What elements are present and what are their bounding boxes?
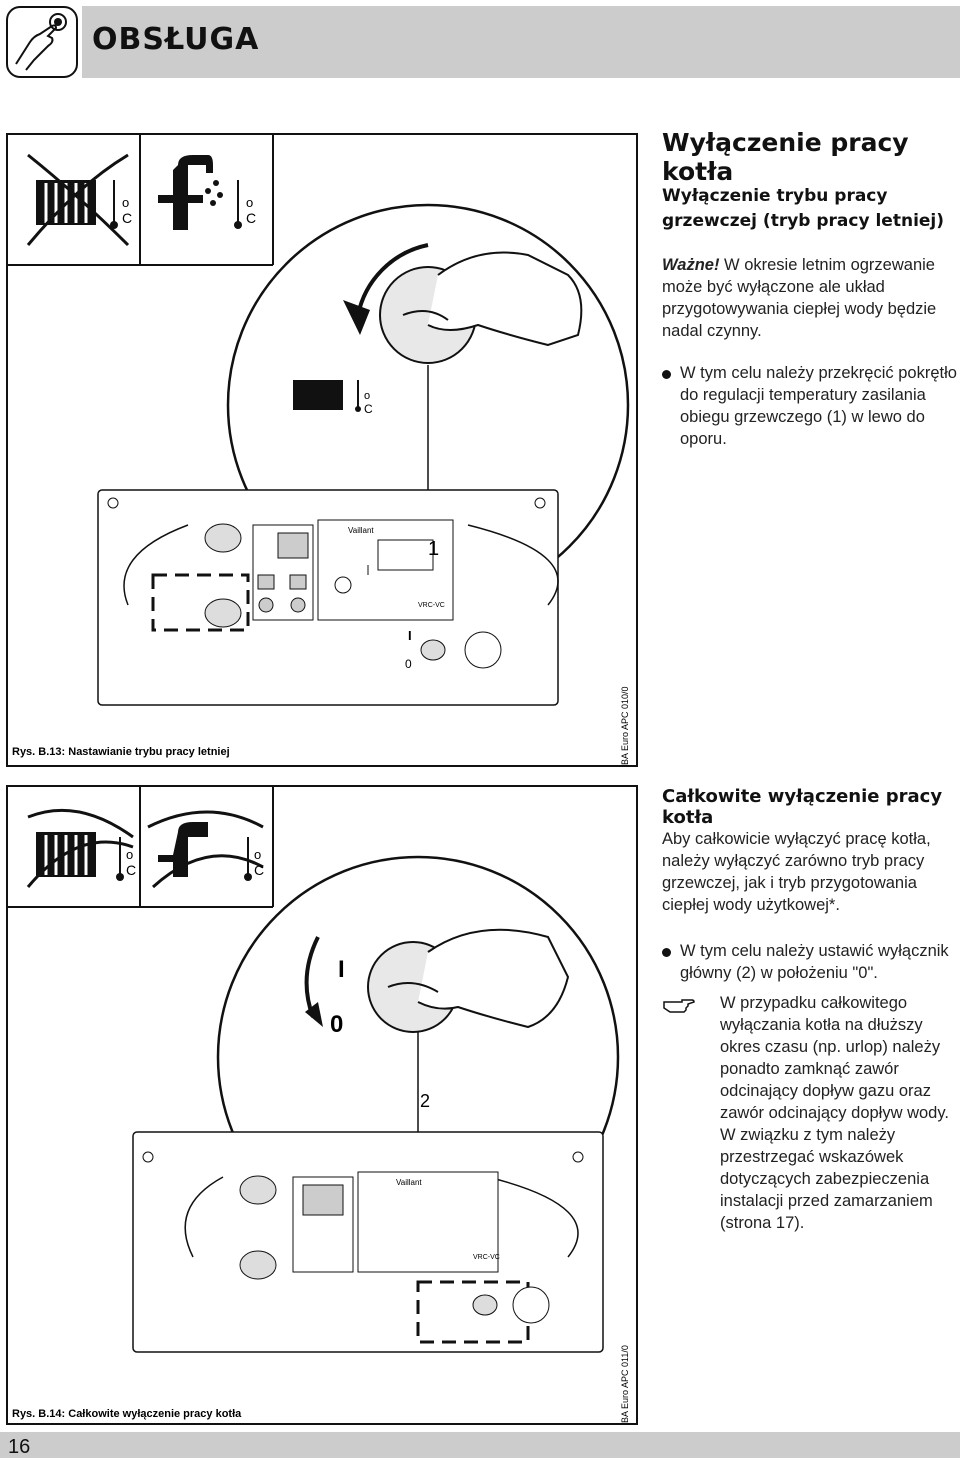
figure2-code: BA Euro APC 011/0 xyxy=(620,1345,630,1423)
important-label: Ważne! xyxy=(662,256,720,274)
radiator-crossed-icon: oC xyxy=(26,153,132,247)
faucet-icon: oC xyxy=(158,155,256,230)
callout-2: 2 xyxy=(420,1091,430,1111)
svg-text:C: C xyxy=(246,210,256,226)
important-note: Ważne! W okresie letnim ogrzewanie może … xyxy=(662,254,952,342)
bullet-icon xyxy=(662,948,671,957)
hand-pressing-button-icon xyxy=(6,6,78,78)
pointing-hand-icon xyxy=(662,996,696,1016)
radiator-icon: oC xyxy=(293,380,373,416)
section1-subtitle: Wyłączenie trybu pracy grzewczej (tryb p… xyxy=(662,186,945,231)
important-text: W okresie letnim ogrzewanie może być wył… xyxy=(662,256,937,340)
section2-intro: Aby całkowicie wyłączyć pracę kotła, nal… xyxy=(662,830,931,914)
svg-text:Vaillant: Vaillant xyxy=(396,1178,422,1187)
bullet-icon xyxy=(662,370,671,379)
page-title: OBSŁUGA xyxy=(92,22,260,57)
section2-title: Całkowite wyłączenie pracy kotła xyxy=(662,786,943,828)
figure1-caption: Rys. B.13: Nastawianie trybu pracy letni… xyxy=(12,746,230,758)
callout-1: 1 xyxy=(428,538,439,560)
svg-text:VRC-VC: VRC-VC xyxy=(418,602,445,609)
svg-text:o: o xyxy=(122,195,129,210)
figure1-code: BA Euro APC 010/0 xyxy=(620,686,630,765)
svg-text:VRC-VC: VRC-VC xyxy=(473,1254,500,1261)
svg-text:Vaillant: Vaillant xyxy=(348,526,374,535)
faucet-crossed-icon: oC xyxy=(147,810,264,889)
section1-bullet: W tym celu należy przekręcić pokrętło do… xyxy=(680,364,957,448)
svg-text:o: o xyxy=(126,847,133,862)
svg-text:o: o xyxy=(246,195,253,210)
footer-bar xyxy=(0,1432,960,1458)
svg-text:0: 0 xyxy=(330,1011,343,1038)
svg-text:0: 0 xyxy=(405,657,412,671)
section2-note: W przypadku całkowitego wyłączania kotła… xyxy=(720,994,949,1232)
page-number: 16 xyxy=(8,1436,31,1458)
svg-text:C: C xyxy=(122,210,132,226)
svg-text:C: C xyxy=(254,862,264,878)
svg-text:o: o xyxy=(364,390,370,402)
figure2-caption: Rys. B.14: Całkowite wyłączenie pracy ko… xyxy=(12,1408,242,1420)
svg-text:I: I xyxy=(338,956,345,983)
svg-text:C: C xyxy=(364,402,373,416)
radiator-crossed-icon: oC xyxy=(26,808,136,888)
section1-title: Wyłączenie pracy kotła xyxy=(662,128,909,186)
section2-bullet: W tym celu należy ustawić wyłącznik głów… xyxy=(680,942,949,982)
svg-text:I: I xyxy=(408,628,412,643)
svg-text:o: o xyxy=(254,847,261,862)
header-bar xyxy=(82,6,960,78)
svg-text:C: C xyxy=(126,862,136,878)
